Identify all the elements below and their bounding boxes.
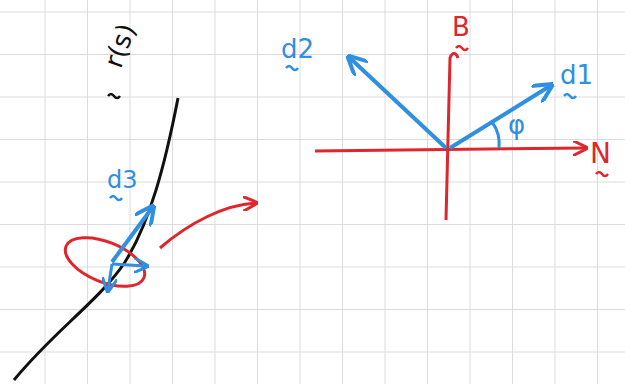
twist-ellipse <box>59 228 152 297</box>
angle-label: φ <box>508 112 525 138</box>
axis-label: B <box>452 14 470 40</box>
vector-label: d3 <box>107 168 138 192</box>
director-d2 <box>350 58 446 148</box>
angle-arc <box>492 122 499 148</box>
director-d1 <box>450 86 550 148</box>
normal-axis <box>315 148 585 151</box>
curve-label: r(s) <box>100 20 140 71</box>
director-vector <box>112 264 146 266</box>
space-curve <box>14 98 178 380</box>
twist-arrow <box>160 203 255 248</box>
vector-label: d2 <box>281 36 314 62</box>
tangent-vector <box>112 208 152 262</box>
axis-label: N <box>590 140 611 168</box>
vector-label: d1 <box>560 62 593 88</box>
director-vector <box>108 264 112 290</box>
vector-tildes <box>108 46 608 200</box>
binormal-axis <box>446 54 458 221</box>
